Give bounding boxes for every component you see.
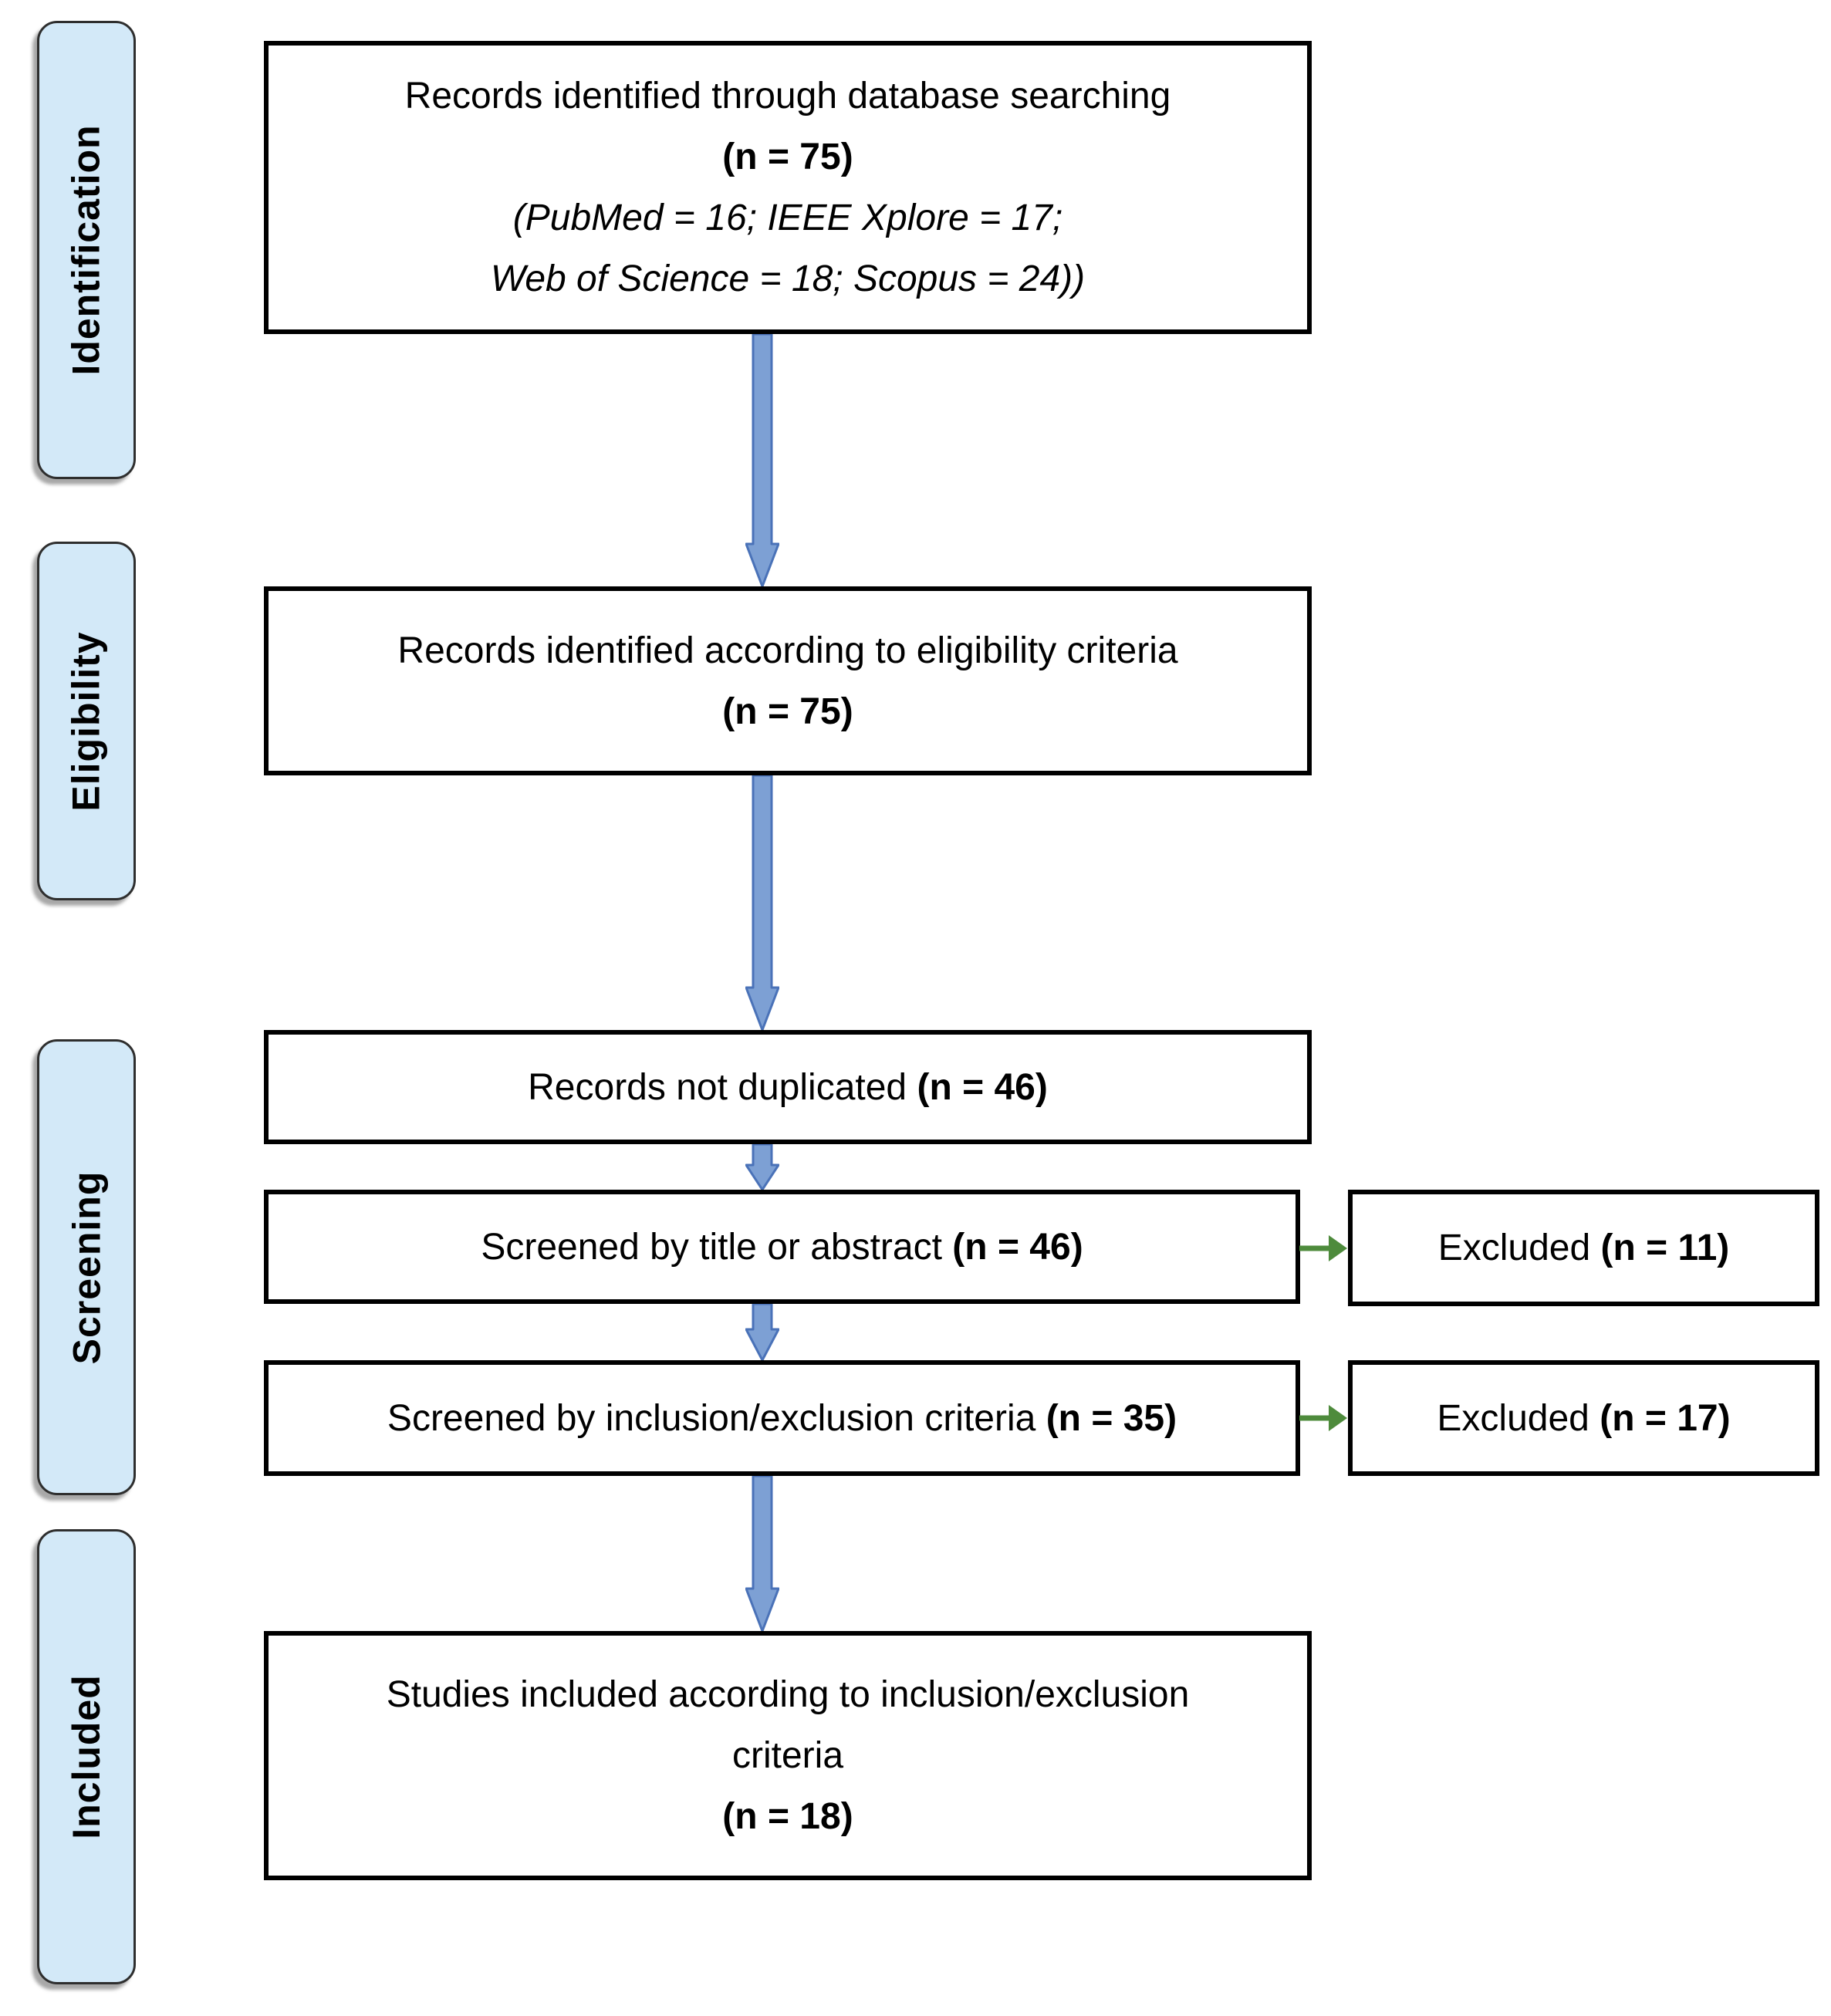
box6-line1: Studies included according to inclusion/…	[386, 1674, 1190, 1715]
box1-detail1: (PubMed = 16; IEEE Xplore = 17;	[512, 198, 1063, 238]
excluded2-text: Excluded	[1437, 1397, 1589, 1439]
flow-box-screened-title-abstract: Screened by title or abstract (n = 46)	[264, 1190, 1300, 1304]
stage-tab-identification: Identification	[37, 21, 136, 479]
down-arrow-box5-to-box6	[745, 1476, 779, 1631]
box4-text: Screened by title or abstract	[481, 1226, 942, 1268]
down-arrow-box2-to-box3	[745, 775, 779, 1030]
excluded-box-1: Excluded (n = 11)	[1348, 1190, 1819, 1306]
down-arrow-box3-to-box4	[745, 1144, 779, 1190]
excluded2-count: (n = 17)	[1600, 1397, 1731, 1439]
stage-tab-included: Included	[37, 1529, 136, 1984]
excluded-box-2: Excluded (n = 17)	[1348, 1360, 1819, 1476]
box4-count: (n = 46)	[952, 1226, 1083, 1268]
box1-line1: Records identified through database sear…	[404, 76, 1171, 117]
flow-box-studies-included: Studies included according to inclusion/…	[264, 1631, 1312, 1880]
stage-label-eligibility: Eligibility	[65, 630, 108, 812]
stage-label-identification: Identification	[65, 124, 109, 376]
excluded1-count: (n = 11)	[1600, 1227, 1730, 1268]
flow-box-screened-criteria: Screened by inclusion/exclusion criteria…	[264, 1360, 1300, 1476]
excluded1-text: Excluded	[1437, 1227, 1591, 1268]
exclude-arrow-box5	[1299, 1405, 1347, 1431]
box1-detail2: Web of Science = 18; Scopus = 24))	[490, 258, 1086, 299]
box2-line1: Records identified according to eligibil…	[397, 630, 1178, 671]
flow-box-eligibility-criteria: Records identified according to eligibil…	[264, 586, 1312, 775]
box5-text: Screened by inclusion/exclusion criteria	[387, 1397, 1036, 1439]
box1-count: (n = 75)	[722, 137, 853, 177]
flow-box-records-identified: Records identified through database sear…	[264, 41, 1312, 334]
box3-text: Records not duplicated	[528, 1066, 907, 1108]
stage-label-included: Included	[65, 1674, 109, 1839]
stage-tab-screening: Screening	[37, 1039, 136, 1495]
exclude-arrow-box4	[1299, 1235, 1347, 1261]
stage-label-screening: Screening	[65, 1170, 108, 1364]
box2-count: (n = 75)	[722, 691, 853, 732]
box6-count: (n = 18)	[722, 1796, 853, 1837]
stage-tab-eligibility: Eligibility	[37, 542, 136, 900]
box5-count: (n = 35)	[1046, 1397, 1177, 1439]
box3-count: (n = 46)	[917, 1066, 1048, 1108]
flow-box-not-duplicated: Records not duplicated (n = 46)	[264, 1030, 1312, 1144]
down-arrow-box4-to-box5	[745, 1304, 779, 1360]
down-arrow-box1-to-box2	[745, 334, 779, 586]
box6-line2: criteria	[731, 1735, 844, 1776]
